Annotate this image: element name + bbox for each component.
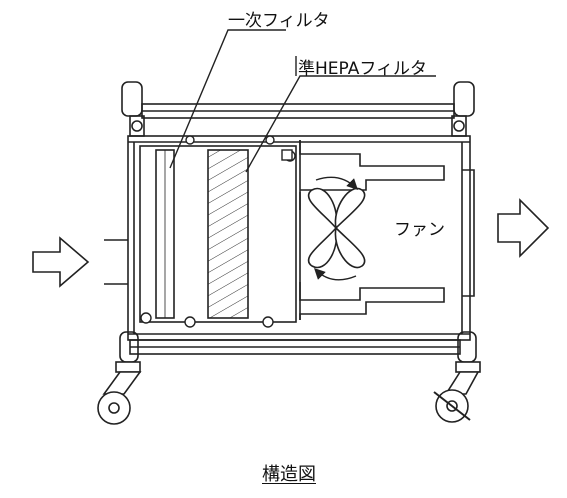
leader-lines xyxy=(169,29,436,173)
hepa-filter-element xyxy=(207,149,249,319)
top-handle-bar xyxy=(121,81,475,137)
primary-filter-label: 一次フィルタ xyxy=(228,11,330,31)
caster-left xyxy=(97,361,142,425)
outlet-arrow xyxy=(497,198,550,258)
hepa-filter-label: 準HEPAフィルタ xyxy=(298,59,427,79)
fasteners xyxy=(140,135,296,328)
diagram-caption: 構造図 xyxy=(262,464,316,485)
fan-label: ファン xyxy=(394,220,445,240)
inlet-arrow xyxy=(32,236,90,288)
bottom-base-bar xyxy=(119,331,477,363)
fan-blades xyxy=(307,187,366,269)
filter-frame xyxy=(139,145,297,323)
primary-filter-element xyxy=(155,149,175,319)
caster-right xyxy=(433,361,481,423)
fan-rotation-arrows xyxy=(314,176,358,281)
fan-duct xyxy=(299,140,445,320)
